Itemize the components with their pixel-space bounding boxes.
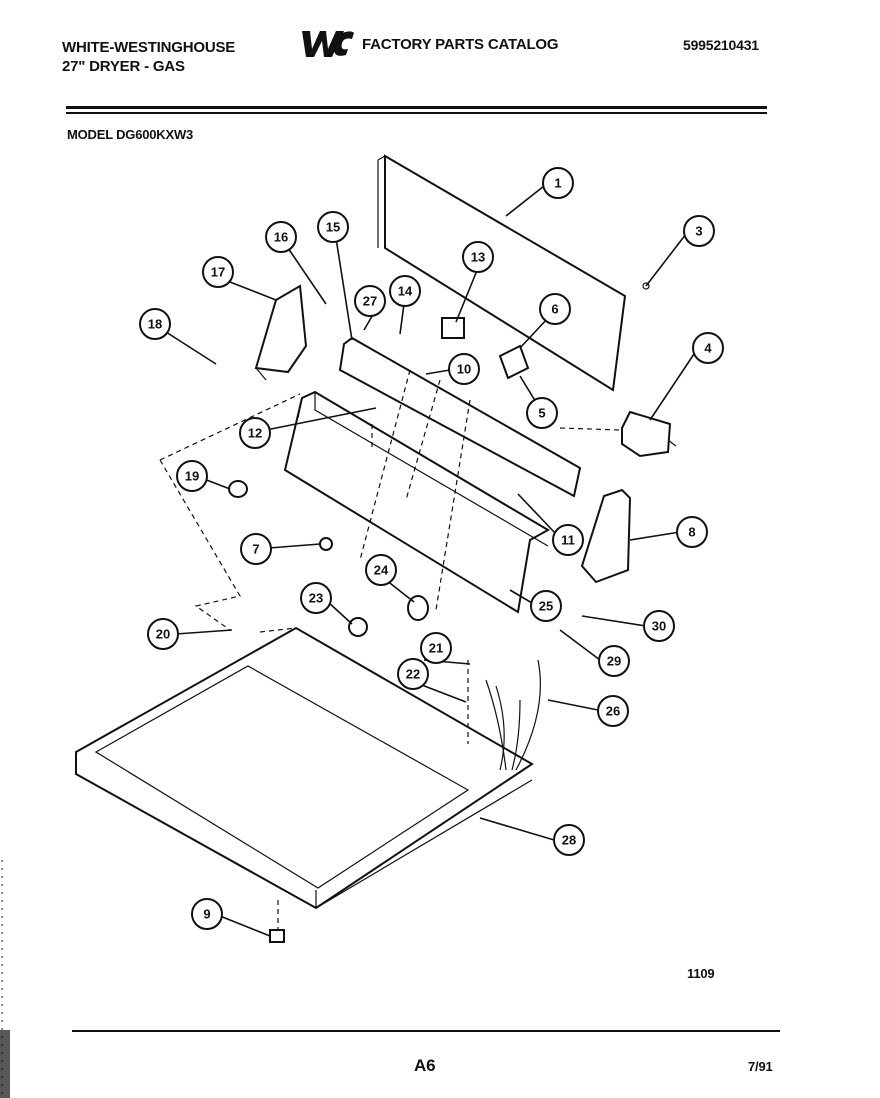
svg-text:30: 30 bbox=[652, 619, 666, 634]
svg-text:23: 23 bbox=[309, 591, 323, 606]
svg-text:10: 10 bbox=[457, 362, 471, 377]
logo-text: WCI bbox=[327, 46, 330, 48]
callout-29: 29 bbox=[598, 645, 630, 677]
callout-15: 15 bbox=[317, 211, 349, 243]
callout-16: 16 bbox=[265, 221, 297, 253]
callout-26: 26 bbox=[597, 695, 629, 727]
callout-7: 7 bbox=[240, 533, 272, 565]
svg-text:17: 17 bbox=[211, 265, 225, 280]
back-panel-part bbox=[377, 154, 627, 392]
callout-1: 1 bbox=[542, 167, 574, 199]
switch-part bbox=[441, 317, 465, 339]
selector-knob-part bbox=[348, 617, 368, 637]
brand-name: WHITE-WESTINGHOUSE bbox=[62, 39, 236, 56]
svg-text:28: 28 bbox=[562, 833, 576, 848]
clip-part bbox=[498, 344, 530, 380]
svg-text:12: 12 bbox=[248, 426, 262, 441]
revision-date: 7/91 bbox=[748, 1059, 773, 1074]
callout-12: 12 bbox=[239, 417, 271, 449]
svg-text:26: 26 bbox=[606, 704, 620, 719]
callout-27: 27 bbox=[354, 285, 386, 317]
callout-13: 13 bbox=[462, 241, 494, 273]
callout-21: 21 bbox=[420, 632, 452, 664]
svg-text:27: 27 bbox=[363, 294, 377, 309]
svg-text:1: 1 bbox=[554, 176, 561, 191]
model-number: MODEL DG600KXW3 bbox=[67, 127, 194, 142]
callout-28: 28 bbox=[553, 824, 585, 856]
callout-10: 10 bbox=[448, 353, 480, 385]
svg-text:29: 29 bbox=[607, 654, 621, 669]
svg-text:9: 9 bbox=[203, 907, 210, 922]
callout-24: 24 bbox=[365, 554, 397, 586]
panel-strip-part bbox=[338, 336, 582, 498]
callout-19: 19 bbox=[176, 460, 208, 492]
svg-text:14: 14 bbox=[398, 284, 413, 299]
bracket-part bbox=[254, 284, 308, 381]
page-id: A6 bbox=[414, 1056, 436, 1075]
svg-text:19: 19 bbox=[185, 469, 199, 484]
wci-logo: WCI bbox=[302, 31, 354, 57]
svg-text:22: 22 bbox=[406, 667, 420, 682]
svg-text:8: 8 bbox=[688, 525, 695, 540]
end-cap-part bbox=[580, 488, 632, 584]
document-number: 1109 bbox=[687, 966, 715, 981]
svg-text:6: 6 bbox=[551, 302, 558, 317]
leveling-leg-part bbox=[269, 900, 285, 943]
svg-text:16: 16 bbox=[274, 230, 288, 245]
header-rule-bottom bbox=[66, 112, 767, 114]
svg-text:15: 15 bbox=[326, 220, 340, 235]
control-panel-part bbox=[283, 390, 551, 614]
button-part bbox=[319, 537, 333, 551]
callout-3: 3 bbox=[683, 215, 715, 247]
callout-4: 4 bbox=[692, 332, 724, 364]
svg-text:5: 5 bbox=[538, 406, 545, 421]
svg-text:21: 21 bbox=[429, 641, 443, 656]
svg-text:24: 24 bbox=[374, 563, 389, 578]
svg-text:13: 13 bbox=[471, 250, 485, 265]
callout-25: 25 bbox=[530, 590, 562, 622]
scan-edge-marks bbox=[0, 860, 10, 1098]
callout-30: 30 bbox=[643, 610, 675, 642]
callout-8: 8 bbox=[676, 516, 708, 548]
svg-text:20: 20 bbox=[156, 627, 170, 642]
callout-14: 14 bbox=[389, 275, 421, 307]
product-description: 27" DRYER - GAS bbox=[62, 58, 185, 75]
wire-harness-part bbox=[485, 659, 541, 771]
callout-23: 23 bbox=[300, 582, 332, 614]
header-rule-top bbox=[66, 106, 767, 109]
timer-part bbox=[559, 410, 677, 458]
svg-text:4: 4 bbox=[704, 341, 712, 356]
svg-text:25: 25 bbox=[539, 599, 553, 614]
callout-17: 17 bbox=[202, 256, 234, 288]
top-panel-part bbox=[75, 626, 534, 910]
screw-part bbox=[642, 282, 650, 290]
svg-text:11: 11 bbox=[561, 533, 575, 548]
callout-5: 5 bbox=[526, 397, 558, 429]
knob-part bbox=[228, 480, 248, 498]
footer-rule bbox=[72, 1030, 780, 1032]
catalog-number: 5995210431 bbox=[683, 37, 759, 53]
callout-20: 20 bbox=[147, 618, 179, 650]
svg-text:7: 7 bbox=[252, 542, 259, 557]
catalog-title: FACTORY PARTS CATALOG bbox=[362, 36, 559, 53]
svg-text:3: 3 bbox=[695, 224, 702, 239]
callout-22: 22 bbox=[397, 658, 429, 690]
svg-text:18: 18 bbox=[148, 317, 162, 332]
callout-6: 6 bbox=[539, 293, 571, 325]
callout-11: 11 bbox=[552, 524, 584, 556]
callout-18: 18 bbox=[139, 308, 171, 340]
callout-9: 9 bbox=[191, 898, 223, 930]
